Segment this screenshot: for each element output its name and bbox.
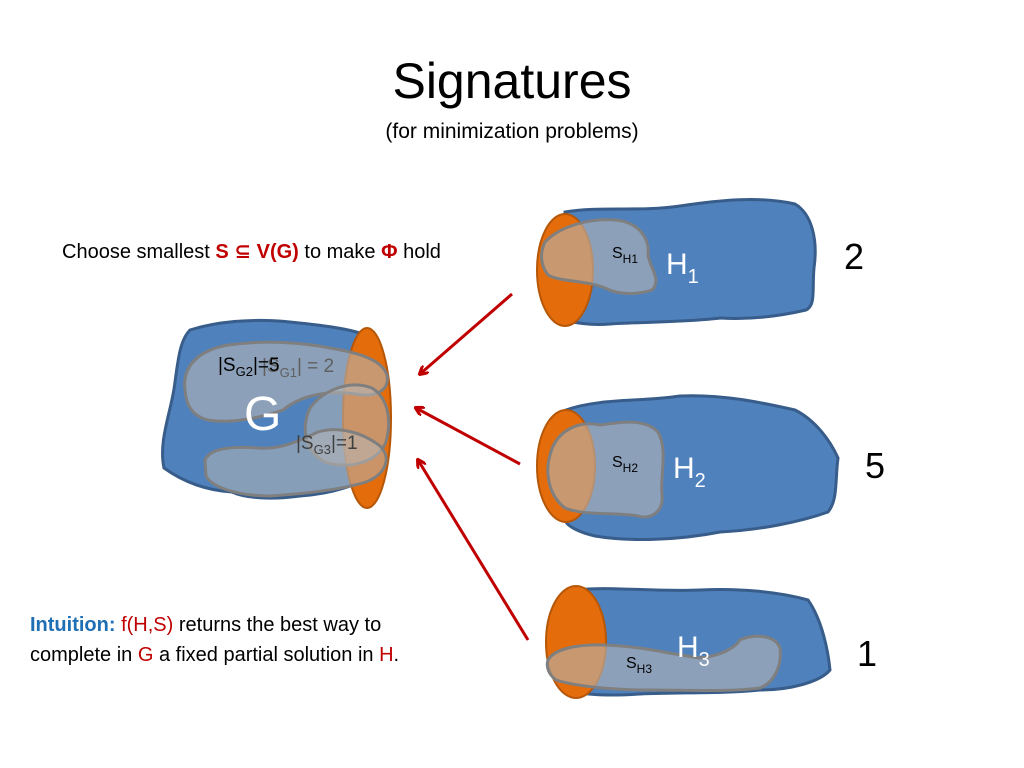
page-title: Signatures	[392, 53, 632, 109]
sh1-region	[540, 218, 658, 295]
h3-label: H3	[677, 631, 710, 671]
graph-g-label: G	[244, 388, 281, 441]
page-subtitle: (for minimization problems)	[385, 120, 639, 143]
graph-h1: SH1 H1 2	[536, 198, 864, 327]
h3-value: 1	[857, 633, 877, 674]
phi-symbol: Φ	[381, 241, 398, 263]
intuition-g: G	[137, 644, 154, 666]
intuition-h: H	[379, 644, 394, 666]
h2-value: 5	[865, 445, 885, 486]
sg3-region	[203, 428, 388, 498]
arrow-h2-to-g	[416, 408, 521, 466]
graph-h2: SH2 H2 5	[536, 394, 885, 541]
sg1-size-label: |SG1| = 2	[262, 356, 334, 380]
intuition-text-1: returns the best way to	[173, 614, 382, 636]
arrow-h1-to-g	[420, 292, 513, 374]
intuition-end: .	[393, 644, 400, 666]
h1-value: 2	[844, 236, 864, 277]
sg3-size-label: |SG3|=1	[296, 433, 358, 457]
sg2-size-label: |SG2|=5	[218, 355, 280, 379]
sh1-label: SH1	[612, 245, 638, 266]
graph-g: G |SG1| = 2 |SG2|=5 |SG3|=1	[161, 318, 392, 509]
arrow-h3-to-g	[418, 460, 530, 641]
sh3-label: SH3	[626, 655, 652, 676]
choose-middle: to make	[298, 241, 382, 263]
choose-statement: Choose smallest S ⊆ V(G) to make Φ hold	[62, 239, 441, 264]
subset-expression: S ⊆ V(G)	[215, 241, 299, 263]
sh2-label: SH2	[612, 454, 638, 475]
intuition-label: Intuition:	[30, 614, 116, 636]
sh2-region	[546, 420, 665, 519]
choose-prefix: Choose smallest	[62, 241, 216, 263]
sg2-region	[183, 340, 389, 423]
graph-h3: SH3 H3 1	[545, 585, 877, 699]
sh3-region	[545, 634, 782, 692]
intuition-text: Intuition: f(H,S) returns the best way t…	[30, 610, 399, 670]
intuition-function: f(H,S)	[121, 614, 174, 636]
choose-suffix: hold	[397, 241, 441, 263]
h1-label: H1	[666, 248, 699, 288]
intuition-text-2a: complete in	[30, 644, 138, 666]
h2-label: H2	[673, 452, 706, 492]
intuition-text-2b: a fixed partial solution in	[153, 644, 380, 666]
